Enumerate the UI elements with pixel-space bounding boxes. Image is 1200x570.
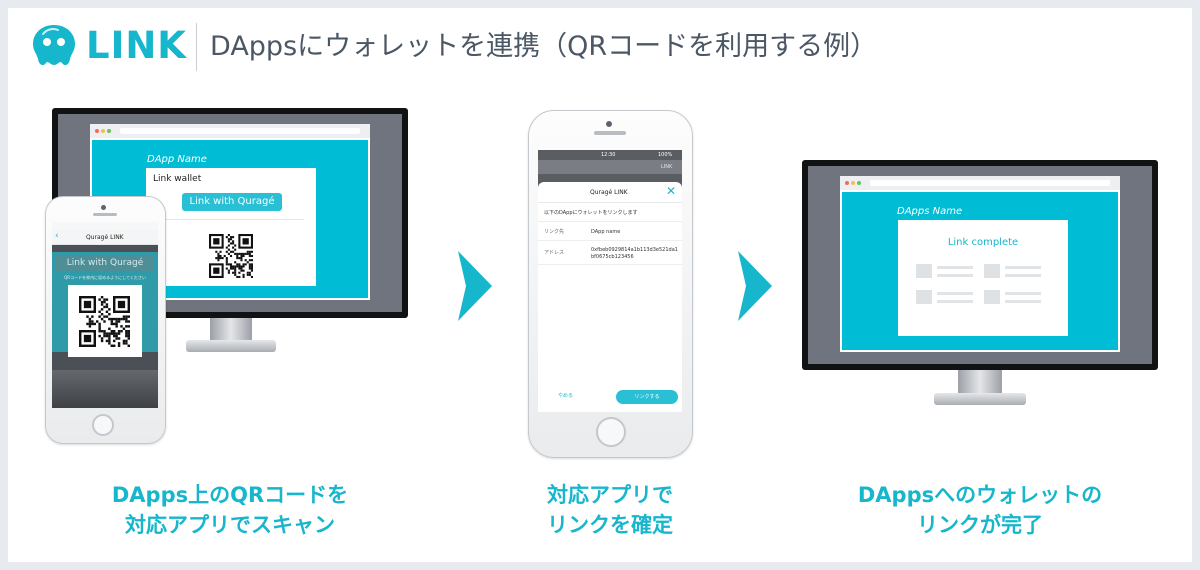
confirm-link-button[interactable]: リンクする (616, 390, 678, 404)
step3-caption-line2: リンクが完了 (917, 513, 1043, 537)
link-target-value: DApp name (591, 229, 621, 235)
step1-caption-line2: 対応アプリでスキャン (125, 513, 335, 537)
background-app-bar (538, 160, 682, 174)
step1-monitor-base (186, 340, 276, 352)
content-placeholder-image (916, 264, 932, 278)
link-wallet-title: Link wallet (153, 174, 202, 184)
scanned-button: Link with Quragé (56, 256, 154, 271)
phone-scanned-qr-code (79, 296, 130, 347)
sheet-divider (538, 221, 682, 222)
sheet-divider (538, 202, 682, 203)
link-confirm-sheet (538, 182, 682, 412)
window-zoom-dot (107, 129, 111, 133)
address-bar (870, 180, 1110, 186)
content-placeholder-line (937, 266, 973, 269)
content-placeholder-line (1005, 266, 1041, 269)
step2-caption-line2: リンクを確定 (547, 513, 673, 537)
step3-dapp-name: DApps Name (897, 206, 963, 217)
address-value-line1: 0xfbeb0929814a1b113d3e521da1 (591, 247, 678, 253)
phone-speaker (93, 213, 117, 216)
phone-status-bar (52, 222, 158, 230)
address-label: アドレス (544, 250, 565, 256)
step3-monitor-base (934, 393, 1026, 405)
window-minimize-dot (851, 181, 855, 185)
phone-camera (606, 121, 612, 127)
header-divider (196, 23, 197, 71)
close-icon[interactable]: ✕ (666, 184, 677, 198)
scan-instruction: QRコードを枠内に収めるようにしてください (64, 275, 146, 280)
status-battery: 100% (658, 152, 673, 158)
window-close-dot (95, 129, 99, 133)
step2-caption: 対応アプリで リンクを確定 (470, 480, 750, 540)
content-placeholder-line (1005, 292, 1041, 295)
link-with-qurage-button[interactable]: Link with Quragé (182, 193, 282, 211)
home-button[interactable] (92, 414, 114, 436)
link-message: 以下のDAppにウォレットをリンクします (544, 210, 638, 216)
phone-nav-title: Quragé LINK (86, 234, 124, 241)
content-placeholder-line (1005, 274, 1041, 277)
background-app-label: LINK (661, 164, 673, 170)
sheet-divider (538, 264, 682, 265)
page-title: DAppsにウォレットを連携（QRコードを利用する例） (210, 31, 878, 62)
window-minimize-dot (101, 129, 105, 133)
monitor-qr-code (209, 234, 253, 278)
status-time: 12:30 (601, 152, 616, 158)
step3-monitor-stand (958, 370, 1002, 396)
sheet-title: Quragé LINK (590, 189, 628, 196)
cancel-button[interactable]: やめる (558, 393, 574, 399)
content-placeholder-line (937, 274, 973, 277)
content-placeholder-line (1005, 300, 1041, 303)
phone-nav-bar (52, 230, 158, 245)
content-placeholder-image (984, 290, 1000, 304)
link-logo-icon (33, 25, 75, 66)
content-placeholder-image (984, 264, 1000, 278)
step1-caption-line1: DApps上のQRコードを (111, 483, 349, 507)
link-complete-title: Link complete (947, 237, 1019, 248)
sheet-divider (538, 240, 682, 241)
link-complete-card (898, 220, 1068, 336)
back-chevron-icon[interactable]: ‹ (55, 231, 59, 241)
step3-caption: DAppsへのウォレットの リンクが完了 (800, 480, 1160, 540)
content-placeholder-image (916, 290, 932, 304)
link-target-label: リンク先 (544, 229, 565, 235)
card-divider (154, 219, 304, 220)
phone-speaker (594, 131, 626, 135)
address-value-line2: bf0675cb123456 (591, 254, 634, 260)
step3-caption-line1: DAppsへのウォレットの (857, 483, 1103, 507)
camera-floor (52, 370, 158, 408)
address-bar (120, 128, 360, 134)
logo-text: LINK (86, 24, 187, 67)
step1-monitor-stand (210, 318, 252, 344)
step2-caption-line1: 対応アプリで (547, 483, 673, 507)
window-close-dot (845, 181, 849, 185)
phone-camera (101, 205, 106, 210)
arrow-right-icon (458, 251, 492, 321)
content-placeholder-line (937, 300, 973, 303)
window-zoom-dot (857, 181, 861, 185)
step1-dapp-name: DApp Name (147, 154, 207, 165)
content-placeholder-line (937, 292, 973, 295)
home-button[interactable] (596, 417, 626, 447)
step1-caption: DApps上のQRコードを 対応アプリでスキャン (60, 480, 400, 540)
arrow-right-icon (738, 251, 772, 321)
